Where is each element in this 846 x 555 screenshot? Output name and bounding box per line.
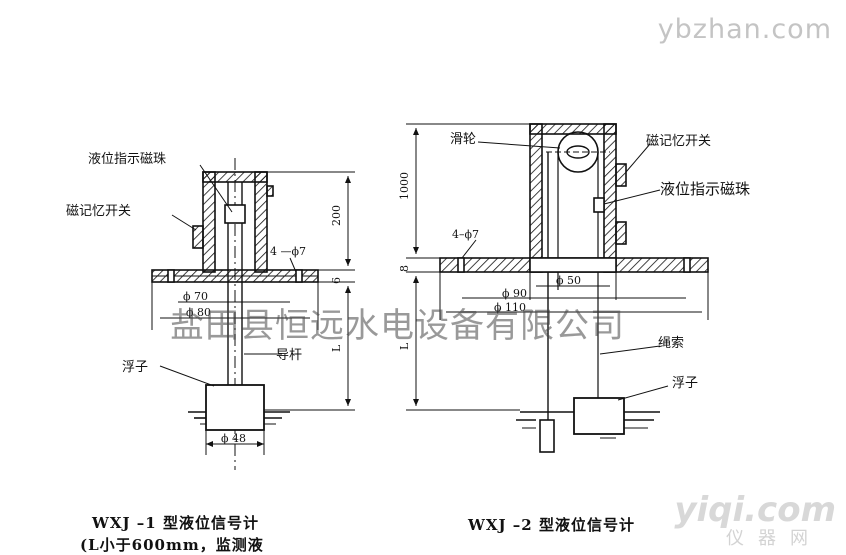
right-memory-switch-1 <box>615 163 627 187</box>
left-caption-line1: WXJ –1 型液位信号计 <box>92 514 259 532</box>
left-dim-6: 6 <box>330 277 343 284</box>
right-dim-phi90: ϕ 90 <box>502 287 527 300</box>
left-dim-200: 200 <box>330 205 343 226</box>
right-dim-holes: 4–ϕ7 <box>452 228 479 241</box>
right-memory-switch-2 <box>615 221 627 245</box>
watermark-bottom-right: yiqi.com <box>674 490 836 530</box>
right-indicator-bead-label: 液位指示磁珠 <box>660 180 751 198</box>
left-caption-line2: (L小于600mm，监测液 <box>80 536 264 554</box>
watermark-center: 盐田县恒远水电设备有限公司 <box>170 306 625 346</box>
left-float-label: 浮子 <box>122 360 149 375</box>
right-diagram <box>406 123 709 453</box>
right-dim-phi50: ϕ 50 <box>556 274 581 287</box>
left-guide-rod-label: 导杆 <box>276 348 303 363</box>
watermark-bottom-right-sub: 仪器网 <box>726 528 822 549</box>
left-memory-switch <box>192 225 204 249</box>
left-housing-wall-left <box>202 171 216 273</box>
right-housing-top <box>529 123 617 135</box>
left-indicator-bead-label: 液位指示磁珠 <box>88 152 167 167</box>
right-housing-wall-right <box>603 123 617 273</box>
right-indicator-bead <box>593 197 605 213</box>
left-dim-phi70: ϕ 70 <box>183 290 208 303</box>
right-memory-switch-label: 磁记忆开关 <box>646 134 712 149</box>
left-indicator-bead <box>224 204 246 224</box>
right-caption: WXJ –2 型液位信号计 <box>468 516 635 534</box>
left-dim-holes: 4 —ϕ7 <box>270 245 306 258</box>
right-dim-1000: 1000 <box>398 172 411 200</box>
left-dim-phi80: ϕ 80 <box>186 306 211 319</box>
right-dim-phi110: ϕ 110 <box>494 301 526 314</box>
right-pulley-label: 滑轮 <box>450 132 477 147</box>
left-memory-switch-label: 磁记忆开关 <box>66 204 132 219</box>
left-diagram <box>151 158 355 470</box>
right-float-label: 浮子 <box>672 376 699 391</box>
left-float <box>205 384 265 431</box>
right-float <box>573 397 625 435</box>
left-housing-wall-right <box>254 171 268 273</box>
right-rope-label: 绳索 <box>658 336 685 351</box>
left-dim-phi48: ϕ 48 <box>221 432 246 445</box>
watermark-top-right: ybzhan.com <box>657 14 832 45</box>
right-dim-8: 8 <box>398 265 411 272</box>
right-counterweight <box>539 419 555 453</box>
